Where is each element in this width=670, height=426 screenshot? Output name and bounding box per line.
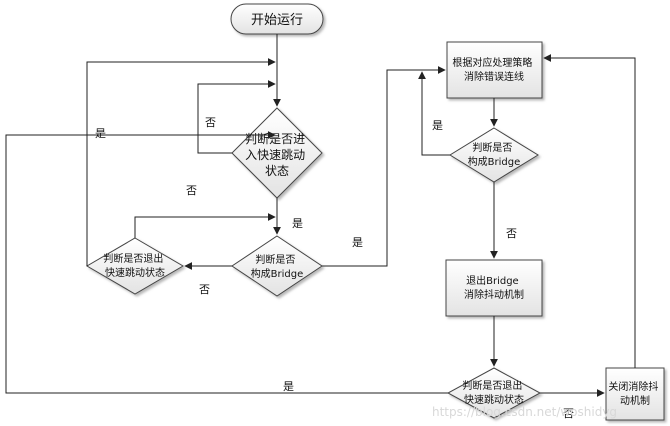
edge-bridge2-yes — [418, 71, 450, 156]
edge-close-to-handle — [543, 54, 636, 368]
judge-exit-bottom-label: 判断是否退出 快速跳动状态 — [462, 379, 525, 406]
start-node: 开始运行 — [230, 3, 324, 35]
edge-label-yes-down: 是 — [292, 217, 303, 230]
handle-box: 根据对应处理策略 消除错误连线 — [446, 41, 543, 99]
edge-exit-left-no — [134, 213, 276, 238]
judge-bridge2-diamond: 判断是否 构成Bridge — [449, 127, 539, 183]
judge-bridge1-label: 判断是否 构成Bridge — [251, 253, 304, 280]
edge-label-no-exit-left: 否 — [199, 283, 210, 296]
judge-bridge2-label: 判断是否 构成Bridge — [468, 141, 521, 168]
edge-label-no-bottom: 否 — [563, 407, 574, 420]
edge-label-no-enter: 否 — [205, 116, 216, 129]
edge-bottom-yes — [5, 131, 448, 394]
handle-box-label: 根据对应处理策略 消除错误连线 — [452, 56, 535, 83]
edge-label-yes-bottom: 是 — [283, 380, 294, 393]
judge-exit-left-diamond: 判断是否退出 快速跳动状态 — [86, 237, 184, 295]
judge-exit-bottom-diamond: 判断是否退出 快速跳动状态 — [446, 367, 542, 419]
exit-bridge-box: 退出Bridge 消除抖动机制 — [445, 259, 543, 317]
judge-exit-left-label: 判断是否退出 快速跳动状态 — [103, 252, 166, 279]
edge-label-no-bridge2: 否 — [506, 227, 517, 240]
edge-label-yes-bridge2: 是 — [432, 119, 443, 132]
edge-label-yes-bridge1: 是 — [352, 236, 363, 249]
judge-enter-diamond: 判断是否进 入快速跳动 状态 — [231, 107, 323, 199]
start-label: 开始运行 — [251, 13, 303, 28]
close-box-label: 关闭消除抖 动机制 — [608, 380, 661, 407]
edge-label-yes-left: 是 — [95, 127, 106, 140]
edges — [5, 34, 636, 397]
watermark-text: https://blog.csdn.net/woshidyg — [432, 405, 617, 419]
edge-label-no-mid: 否 — [186, 184, 197, 197]
judge-bridge1-diamond: 判断是否 构成Bridge — [231, 235, 323, 297]
edge-exit-left-yes — [86, 58, 276, 266]
edge-bridge1-yes — [322, 66, 446, 267]
close-box: 关闭消除抖 动机制 — [605, 367, 665, 421]
exit-bridge-box-label: 退出Bridge 消除抖动机制 — [464, 274, 524, 301]
edge-enter-no-loop — [197, 80, 276, 154]
